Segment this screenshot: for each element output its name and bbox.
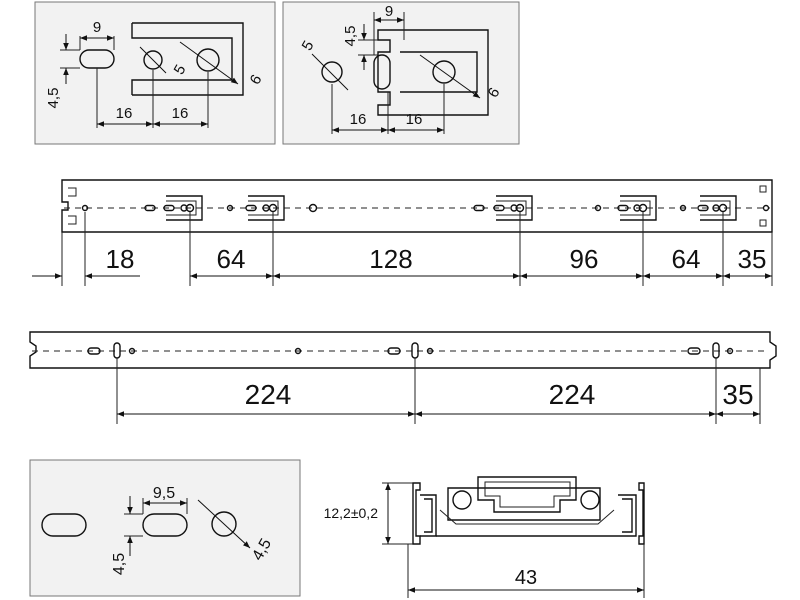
- detail-a-height-label: 4,5: [45, 88, 62, 109]
- detail-a-pitch-1: 16: [116, 105, 133, 122]
- rail-2-dim-35: 35: [722, 379, 753, 410]
- rail-1-end-hole-bottom: [759, 219, 767, 227]
- detail-b-pitch-2: 16: [406, 111, 423, 128]
- detail-a-background: [34, 1, 276, 145]
- profile-carriage-inner: [484, 481, 571, 508]
- rail-1-dim-64b: 64: [672, 244, 701, 274]
- detail-c-background: [29, 459, 301, 597]
- detail-b-pitch-1: 16: [350, 111, 367, 128]
- detail-a-hole-5: [143, 50, 163, 70]
- detail-b-width-label: 9: [385, 3, 393, 20]
- rail-1-outline: [61, 179, 773, 233]
- profile-left-wall: [420, 494, 437, 537]
- rail-1-dim-96: 96: [570, 244, 599, 274]
- profile-carriage-outer: [447, 487, 601, 521]
- detail-b-hole-5: [321, 61, 343, 83]
- detail-b-height-label: 4,5: [342, 26, 359, 47]
- detail-a-hole-6: [196, 48, 220, 72]
- rail-1-bracket-1: [163, 195, 203, 221]
- profile-ball-right: [580, 490, 600, 510]
- rail-1: 18 64 128 96 64 35: [32, 179, 773, 286]
- detail-b-background: [282, 1, 520, 145]
- detail-panel-b: 9 4,5 5 6 16 16: [282, 1, 520, 145]
- profile-height-label: 12,2±0,2: [324, 505, 379, 521]
- profile-ball-left: [452, 490, 472, 510]
- detail-c-slot-left: [41, 513, 87, 537]
- detail-a-pitch-2: 16: [172, 105, 189, 122]
- rail-1-bracket-5: [697, 195, 737, 221]
- profile-carriage-top: [477, 476, 577, 513]
- profile-left-flange: [412, 482, 421, 545]
- rail-1-dim-128: 128: [369, 244, 412, 274]
- detail-panel-c: 9,5 4,5 4,5: [29, 459, 301, 597]
- rail-1-dim-18: 18: [106, 244, 135, 274]
- profile-view: 12,2±0,2 43: [324, 476, 645, 598]
- rail-1-bracket-3: [493, 195, 533, 221]
- detail-a-width-label: 9: [93, 19, 101, 36]
- detail-a-bracket: [131, 22, 244, 96]
- detail-c-width-label: 9,5: [153, 485, 175, 502]
- detail-panel-a: 9 4,5 5 6 16 16: [34, 1, 276, 145]
- rail-2-dim-224b: 224: [549, 379, 596, 410]
- rail-1-dim-64a: 64: [217, 244, 246, 274]
- profile-width-label: 43: [515, 567, 537, 589]
- detail-b-hole-6: [432, 60, 456, 84]
- detail-c-hole: [211, 511, 237, 537]
- profile-lower-race: [439, 509, 615, 525]
- rail-1-end-notches: [68, 187, 77, 225]
- rail-1-dim-35: 35: [738, 244, 767, 274]
- profile-right-wall: [618, 494, 637, 537]
- detail-c-height-label: 4,5: [111, 553, 128, 575]
- rail-1-bracket-4: [617, 195, 657, 221]
- detail-c-slot: [142, 513, 188, 537]
- profile-right-flange: [638, 482, 645, 545]
- detail-b-slot: [373, 54, 391, 90]
- rail-1-bracket-2: [245, 195, 285, 221]
- detail-b-bracket-outer: [377, 29, 489, 116]
- detail-b-bracket-inner: [400, 51, 478, 93]
- rail-2-outline: [29, 331, 777, 369]
- rail-2: 224 224 35: [29, 331, 777, 424]
- rail-2-dim-224a: 224: [245, 379, 292, 410]
- rail-1-end-hole-top: [759, 185, 767, 193]
